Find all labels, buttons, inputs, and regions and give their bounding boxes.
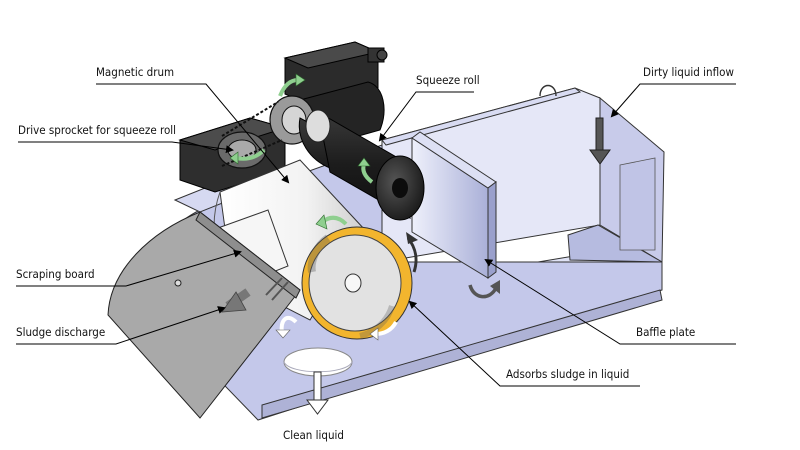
label-dirty-liquid-inflow: Dirty liquid inflow — [643, 65, 734, 79]
baffle-plate — [411, 131, 497, 279]
label-adsorbs-sludge: Adsorbs sludge in liquid — [506, 367, 630, 381]
label-scraping-board: Scraping board — [16, 267, 95, 281]
leader-lines — [16, 83, 736, 387]
label-clean-liquid: Clean liquid — [283, 428, 344, 442]
label-baffle-plate: Baffle plate — [636, 325, 696, 339]
label-sludge-discharge: Sludge discharge — [16, 325, 106, 339]
label-magnetic-drum: Magnetic drum — [96, 65, 175, 79]
label-drive-sprocket: Drive sprocket for squeeze roll — [18, 123, 177, 137]
flow-arrows — [221, 73, 611, 415]
label-squeeze-roll: Squeeze roll — [416, 73, 480, 87]
